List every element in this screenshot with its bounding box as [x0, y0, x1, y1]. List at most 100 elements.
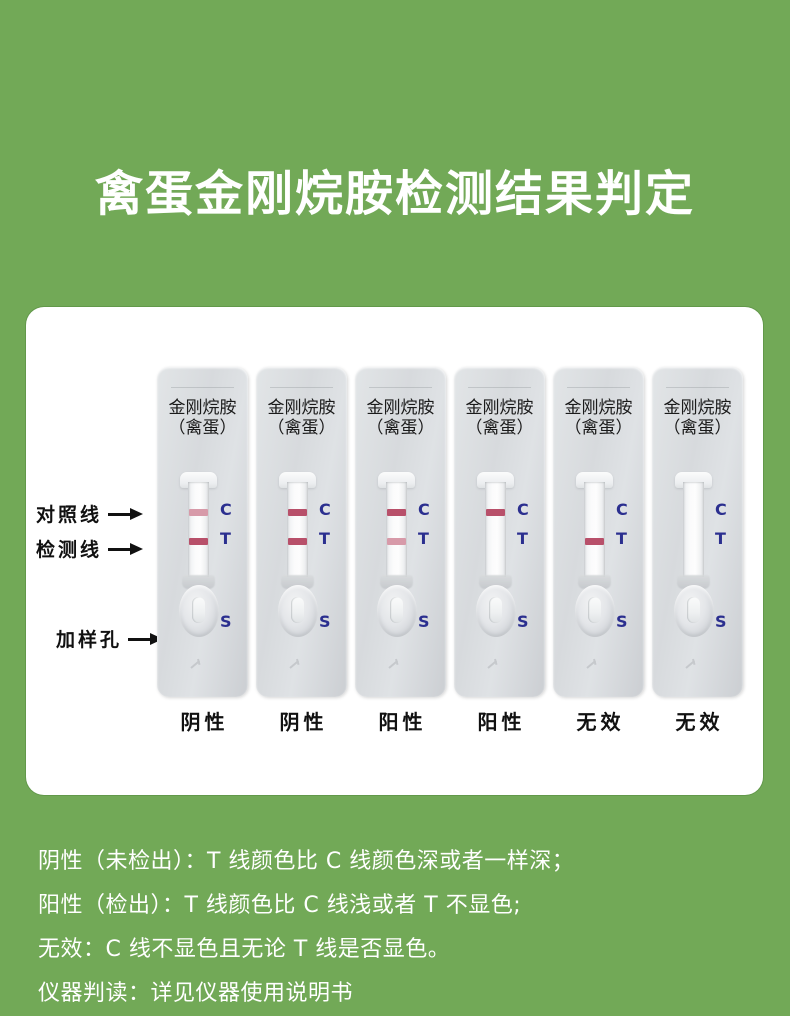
marker-letter-s: S [616, 612, 628, 631]
marker-letter-s: S [418, 612, 430, 631]
cassette-brand-line2: （禽蛋） [366, 417, 435, 438]
cassette-seam [270, 387, 333, 388]
control-line-band [387, 509, 406, 516]
result-label: 无效 [576, 710, 625, 734]
cassette-brand-line2: （禽蛋） [663, 417, 732, 438]
annotation-test-line: 检测线 [36, 535, 144, 562]
cassette-brand-label: 金刚烷胺（禽蛋） [652, 398, 743, 438]
result-window-foot [578, 575, 611, 589]
sample-well [476, 585, 516, 637]
result-window [386, 482, 407, 577]
marker-letter-t: T [418, 529, 429, 548]
marker-letter-s: S [220, 612, 232, 631]
legend-invalid: 无效：C 线不显色且无论 T 线是否显色。 [38, 937, 451, 962]
legend-instrument: 仪器判读：详见仪器使用说明书 [38, 981, 354, 1006]
cassette-brand-line1: 金刚烷胺 [465, 398, 534, 418]
cassette-brand-line2: （禽蛋） [168, 417, 237, 438]
cassette-brand-line1: 金刚烷胺 [564, 398, 633, 418]
cassette-brand-label: 金刚烷胺（禽蛋） [256, 398, 347, 438]
marker-letter-t: T [220, 529, 231, 548]
cassette-brand-label: 金刚烷胺（禽蛋） [454, 398, 545, 438]
flow-direction-arrow-icon [191, 657, 205, 669]
marker-letter-t: T [517, 529, 528, 548]
marker-letter-c: C [319, 500, 331, 519]
flow-direction-arrow-icon [290, 657, 304, 669]
annotation-sample-well-label: 加样孔 [56, 629, 123, 651]
cassette-brand-label: 金刚烷胺（禽蛋） [553, 398, 644, 438]
result-window-foot [479, 575, 512, 589]
result-window [683, 482, 704, 577]
flow-direction-arrow-icon [389, 657, 403, 669]
annotation-sample-well: 加样孔 [56, 625, 164, 652]
sample-well [278, 585, 318, 637]
result-window [584, 482, 605, 577]
sample-well [179, 585, 219, 637]
cassette-brand-label: 金刚烷胺（禽蛋） [355, 398, 446, 438]
result-window [485, 482, 506, 577]
marker-letter-t: T [715, 529, 726, 548]
control-line-band [288, 509, 307, 516]
marker-letter-s: S [319, 612, 331, 631]
test-line-band [288, 538, 307, 545]
result-label-row: 阴性 阴性 阳性 阳性 无效 无效 [157, 706, 743, 735]
cassette-brand-line2: （禽蛋） [465, 417, 534, 438]
sample-well [377, 585, 417, 637]
result-label: 阳性 [477, 710, 526, 734]
annotation-test-line-label: 检测线 [36, 539, 103, 561]
annotation-control-line-label: 对照线 [36, 504, 103, 526]
result-window-foot [677, 575, 710, 589]
arrow-right-icon [108, 507, 144, 521]
cassette-seam [567, 387, 630, 388]
cassette-seam [369, 387, 432, 388]
result-window-foot [182, 575, 215, 589]
marker-letter-c: C [220, 500, 232, 519]
cassette-seam [468, 387, 531, 388]
marker-letter-t: T [319, 529, 330, 548]
result-label: 无效 [675, 710, 724, 734]
flow-direction-arrow-icon [488, 657, 502, 669]
result-window-foot [281, 575, 314, 589]
marker-letter-c: C [418, 500, 430, 519]
marker-letter-c: C [616, 500, 628, 519]
marker-letter-t: T [616, 529, 627, 548]
legend-positive: 阳性（检出）：T 线颜色比 C 线浅或者 T 不显色; [38, 893, 522, 918]
test-line-band [585, 538, 604, 545]
control-line-band [189, 509, 208, 516]
result-label: 阴性 [180, 710, 229, 734]
cassette-seam [666, 387, 729, 388]
cassette-brand-line2: （禽蛋） [267, 417, 336, 438]
result-label: 阳性 [378, 710, 427, 734]
page-title: 禽蛋金刚烷胺检测结果判定 [94, 166, 695, 222]
marker-letter-s: S [517, 612, 529, 631]
arrow-right-icon [108, 542, 144, 556]
result-window [188, 482, 209, 577]
cassette-brand-line1: 金刚烷胺 [366, 398, 435, 418]
flow-direction-arrow-icon [686, 657, 700, 669]
cassette-brand-line1: 金刚烷胺 [663, 398, 732, 418]
marker-letter-c: C [715, 500, 727, 519]
result-window-foot [380, 575, 413, 589]
cassette-brand-line1: 金刚烷胺 [267, 398, 336, 418]
flow-direction-arrow-icon [587, 657, 601, 669]
sample-well [674, 585, 714, 637]
control-line-band [486, 509, 505, 516]
cassette-brand-label: 金刚烷胺（禽蛋） [157, 398, 248, 438]
test-line-band [387, 538, 406, 545]
sample-well [575, 585, 615, 637]
annotation-control-line: 对照线 [36, 500, 144, 527]
result-label: 阴性 [279, 710, 328, 734]
test-line-band [189, 538, 208, 545]
result-window [287, 482, 308, 577]
legend-negative: 阴性（未检出）：T 线颜色比 C 线颜色深或者一样深； [38, 849, 575, 874]
marker-letter-c: C [517, 500, 529, 519]
cassette-seam [171, 387, 234, 388]
cassette-brand-line1: 金刚烷胺 [168, 398, 237, 418]
marker-letter-s: S [715, 612, 727, 631]
